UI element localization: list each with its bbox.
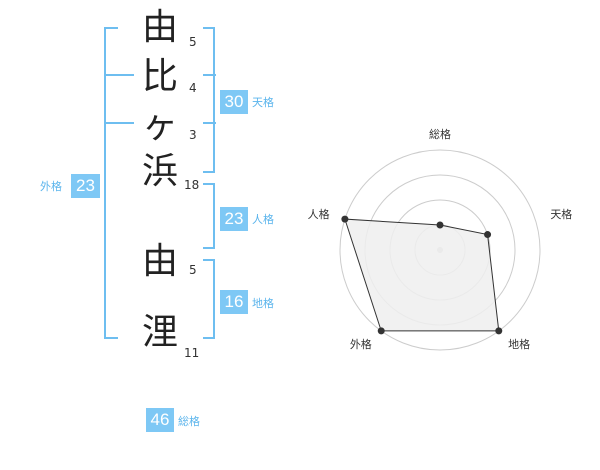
gaikaku-bracket [104, 27, 118, 339]
name-char-2: 比 [141, 56, 178, 97]
name-char-6: 浬 [141, 312, 178, 353]
radar-axis-label-4: 外格 [350, 337, 372, 351]
name-char-3: ヶ [141, 105, 178, 146]
jinkaku-badge: 23 [220, 207, 248, 231]
stroke-count-4: 18 [184, 178, 200, 192]
tenkaku-badge: 30 [220, 90, 248, 114]
soukaku-badge: 46 [146, 408, 174, 432]
radar-point-1 [436, 221, 444, 229]
stroke-count-3: 3 [189, 128, 197, 142]
radar-axis-label-3: 地格 [508, 337, 530, 351]
radar-point-3 [495, 327, 503, 335]
stroke-count-2: 4 [189, 81, 197, 95]
radar-axis-label-1: 総格 [429, 127, 451, 141]
gaikaku-bracket-tick-lower [104, 122, 134, 124]
jinkaku-label: 人格 [252, 213, 274, 226]
gaikaku-label: 外格 [40, 180, 62, 193]
chikaku-label: 地格 [252, 297, 274, 310]
name-char-5: 由 [141, 241, 178, 282]
name-char-1: 由 [141, 7, 178, 48]
gaikaku-bracket-tick-upper [104, 74, 134, 76]
tenkaku-bracket-tick-upper [203, 74, 216, 76]
stroke-count-5: 5 [189, 263, 197, 277]
stroke-count-6: 11 [184, 346, 200, 360]
radar-point-2 [484, 231, 492, 239]
radar-axis-label-2: 天格 [550, 207, 572, 221]
radar-ring-4 [339, 149, 541, 351]
soukaku-label: 総格 [178, 415, 200, 428]
radar-value-polygon [344, 218, 500, 332]
stroke-count-1: 5 [189, 35, 197, 49]
tenkaku-label: 天格 [252, 96, 274, 109]
name-char-4: 浜 [141, 151, 178, 192]
radar-axis-label-5: 人格 [308, 207, 330, 221]
tenkaku-bracket-tick-lower [203, 122, 216, 124]
jinkaku-bracket [203, 183, 215, 249]
chikaku-badge: 16 [220, 290, 248, 314]
chikaku-bracket [203, 259, 215, 339]
tenkaku-bracket [203, 27, 215, 173]
gaikaku-badge: 23 [71, 174, 100, 198]
radar-point-4 [377, 327, 385, 335]
radar-point-5 [341, 215, 349, 223]
